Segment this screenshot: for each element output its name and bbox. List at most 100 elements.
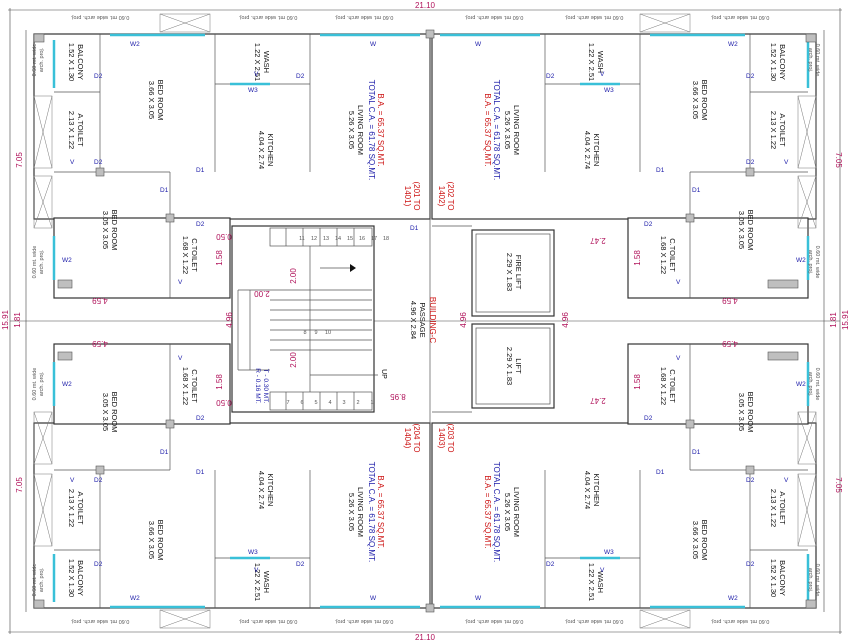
mark-w3-br: W3 bbox=[604, 549, 614, 556]
columns bbox=[33, 29, 817, 613]
tl-balcony-label: BALCONY bbox=[76, 44, 85, 80]
mark-d2-br2: D2 bbox=[746, 561, 755, 568]
bl-atoilet-dim: 2.13 X 1.22 bbox=[67, 489, 76, 527]
opening-marks: W2 W W W2 W2 W W W2 W3 W3 W3 W3 D2 D2 D1… bbox=[62, 41, 806, 602]
br-atoilet-label: A.TOILET bbox=[778, 491, 787, 525]
dim-459-b: 4.59 bbox=[92, 339, 108, 348]
br-bedroom-label: BED ROOM bbox=[700, 520, 709, 561]
tr-atoilet-label: A.TOILET bbox=[778, 113, 787, 147]
tr-ctoilet-dim: 1.68 X 1.22 bbox=[659, 236, 668, 274]
riser-label: R - 0.16 MT. bbox=[254, 368, 261, 404]
total-height-right: 15.91 bbox=[841, 309, 850, 330]
dim-158-a: 1.58 bbox=[215, 250, 224, 266]
tl-kitchen-label: KITCHEN bbox=[266, 134, 275, 167]
mark-v-11: V bbox=[254, 567, 259, 574]
mark-d2-bl4: D2 bbox=[296, 561, 305, 568]
flat-201b: 1401) bbox=[403, 186, 412, 207]
tl-ctoilet-dim: 1.68 X 1.22 bbox=[181, 236, 190, 274]
right-top-dim: 7.05 bbox=[834, 152, 843, 168]
br-atoilet-dim: 2.13 X 1.22 bbox=[769, 489, 778, 527]
bottom-width-dim: 21.10 bbox=[415, 633, 436, 642]
mark-d2-bl3: D2 bbox=[196, 415, 205, 422]
tr-total-ca: TOTAL C.A. = 61.78 SQ.MT. bbox=[492, 80, 501, 181]
flat-202b: 1402) bbox=[437, 186, 446, 207]
lift-label: LIFT bbox=[514, 358, 523, 374]
mark-v-6: V bbox=[70, 477, 75, 484]
mark-v-5: V bbox=[70, 159, 75, 166]
mid-gap-right: 1.81 bbox=[829, 312, 838, 328]
tr-wash-dim: 1.22 X 2.51 bbox=[587, 43, 596, 81]
mark-d2-tl2: D2 bbox=[94, 159, 103, 166]
arch-side-1b: arch. proj. bbox=[39, 47, 45, 72]
bl-kitchen-dim: 4.04 X 2.74 bbox=[257, 471, 266, 509]
mark-w2-ml: W2 bbox=[62, 257, 72, 264]
tr-bedroom-label: BED ROOM bbox=[700, 80, 709, 121]
bl-living-label: LIVING ROOM bbox=[356, 487, 365, 537]
arch-note-top-4: 0.60 mt. wide arch. proj. bbox=[464, 14, 523, 20]
tl-ba: B.A. = 65.37 SQ.MT. bbox=[376, 93, 385, 166]
tl-kitchen-dim: 4.04 X 2.74 bbox=[257, 131, 266, 169]
step-2: 2 bbox=[356, 400, 359, 406]
dim-200-c: 2.00 bbox=[254, 289, 270, 298]
step-18: 18 bbox=[383, 236, 389, 242]
mark-d2-tr4: D2 bbox=[546, 73, 555, 80]
passage-label: PASSAGE bbox=[418, 302, 427, 337]
windows bbox=[52, 33, 810, 609]
left-bottom-dim: 7.05 bbox=[15, 477, 24, 493]
br-bedroom2-label: BED ROOM bbox=[746, 392, 755, 433]
fire-lift-dim: 2.29 X 1.83 bbox=[505, 253, 514, 291]
building-label: BUILDING-C bbox=[428, 297, 437, 343]
dim-050-a: 0.50 bbox=[216, 232, 232, 241]
mark-w2-ml2: W2 bbox=[62, 381, 72, 388]
br-total-ca: TOTAL C.A. = 61.78 SQ.MT. bbox=[492, 462, 501, 563]
staircase bbox=[231, 225, 378, 413]
tr-ba: B.A. = 65.37 SQ.MT. bbox=[483, 93, 492, 166]
top-width-dim: 21.10 bbox=[415, 1, 436, 10]
bl-kitchen-label: KITCHEN bbox=[266, 474, 275, 507]
step-7: 7 bbox=[286, 400, 289, 406]
mark-w3-tr: W3 bbox=[604, 87, 614, 94]
flat-201: (201 TO bbox=[412, 181, 421, 210]
arch-projection-notes: 0.60 mt. wide arch. proj. 0.60 mt. wide … bbox=[32, 14, 820, 624]
dim-158-d: 1.58 bbox=[633, 374, 642, 390]
step-6: 6 bbox=[300, 400, 303, 406]
mark-d1-tr: D1 bbox=[692, 187, 701, 194]
arch-note-bot-4: 0.60 mt. wide arch. proj. bbox=[464, 618, 523, 624]
mark-d-tl: D1 bbox=[410, 225, 419, 232]
arch-side-8b: arch. proj. bbox=[807, 568, 813, 593]
br-living-label: LIVING ROOM bbox=[512, 487, 521, 537]
bl-ctoilet-dim: 1.68 X 1.22 bbox=[181, 367, 190, 405]
tr-living-label: LIVING ROOM bbox=[512, 105, 521, 155]
dim-496-b: 4.96 bbox=[459, 312, 468, 328]
bl-balcony-dim: 1.52 X 1.30 bbox=[67, 559, 76, 597]
dim-050-b: 0.50 bbox=[216, 398, 232, 407]
step-11: 11 bbox=[299, 236, 305, 242]
arch-note-top-3: 0.60 mt. wide arch. proj. bbox=[334, 14, 393, 20]
mark-w2-mr2: W2 bbox=[796, 381, 806, 388]
dim-496-c: 4.96 bbox=[561, 312, 570, 328]
mark-v-2: V bbox=[178, 355, 183, 362]
dim-895: 8.95 bbox=[390, 392, 406, 401]
mark-w3-tl: W3 bbox=[248, 87, 258, 94]
mark-d2-bl: D2 bbox=[94, 477, 103, 484]
mark-d2-tl: D2 bbox=[94, 73, 103, 80]
bl-bedroom-label: BED ROOM bbox=[156, 520, 165, 561]
dim-496-a: 4.96 bbox=[225, 312, 234, 328]
tr-kitchen-label: KITCHEN bbox=[592, 134, 601, 167]
arch-note-bot-3: 0.60 mt. wide arch. proj. bbox=[334, 618, 393, 624]
bl-ctoilet-label: C.TOILET bbox=[190, 369, 199, 403]
arch-note-bot-2: 0.60 mt. wide arch. proj. bbox=[238, 618, 297, 624]
mark-v-7: V bbox=[784, 159, 789, 166]
mid-gap-left: 1.81 bbox=[13, 312, 22, 328]
mark-w2-tr: W2 bbox=[728, 41, 738, 48]
step-9: 9 bbox=[314, 330, 317, 336]
mark-w-bl: W bbox=[370, 595, 377, 602]
mark-d2-br3: D2 bbox=[644, 415, 653, 422]
arch-side-8a: 0.60 mt. wide bbox=[814, 564, 820, 597]
fire-lift-label: FIRE LIFT bbox=[514, 255, 523, 290]
bl-ba: B.A. = 65.37 SQ.MT. bbox=[376, 475, 385, 548]
arch-side-7a: 0.60 mt. wide bbox=[814, 368, 820, 401]
tr-living-dim: 5.26 X 3.05 bbox=[503, 111, 512, 149]
mark-d1-bl2: D1 bbox=[196, 469, 205, 476]
dim-247-b: 2.47 bbox=[590, 396, 606, 405]
